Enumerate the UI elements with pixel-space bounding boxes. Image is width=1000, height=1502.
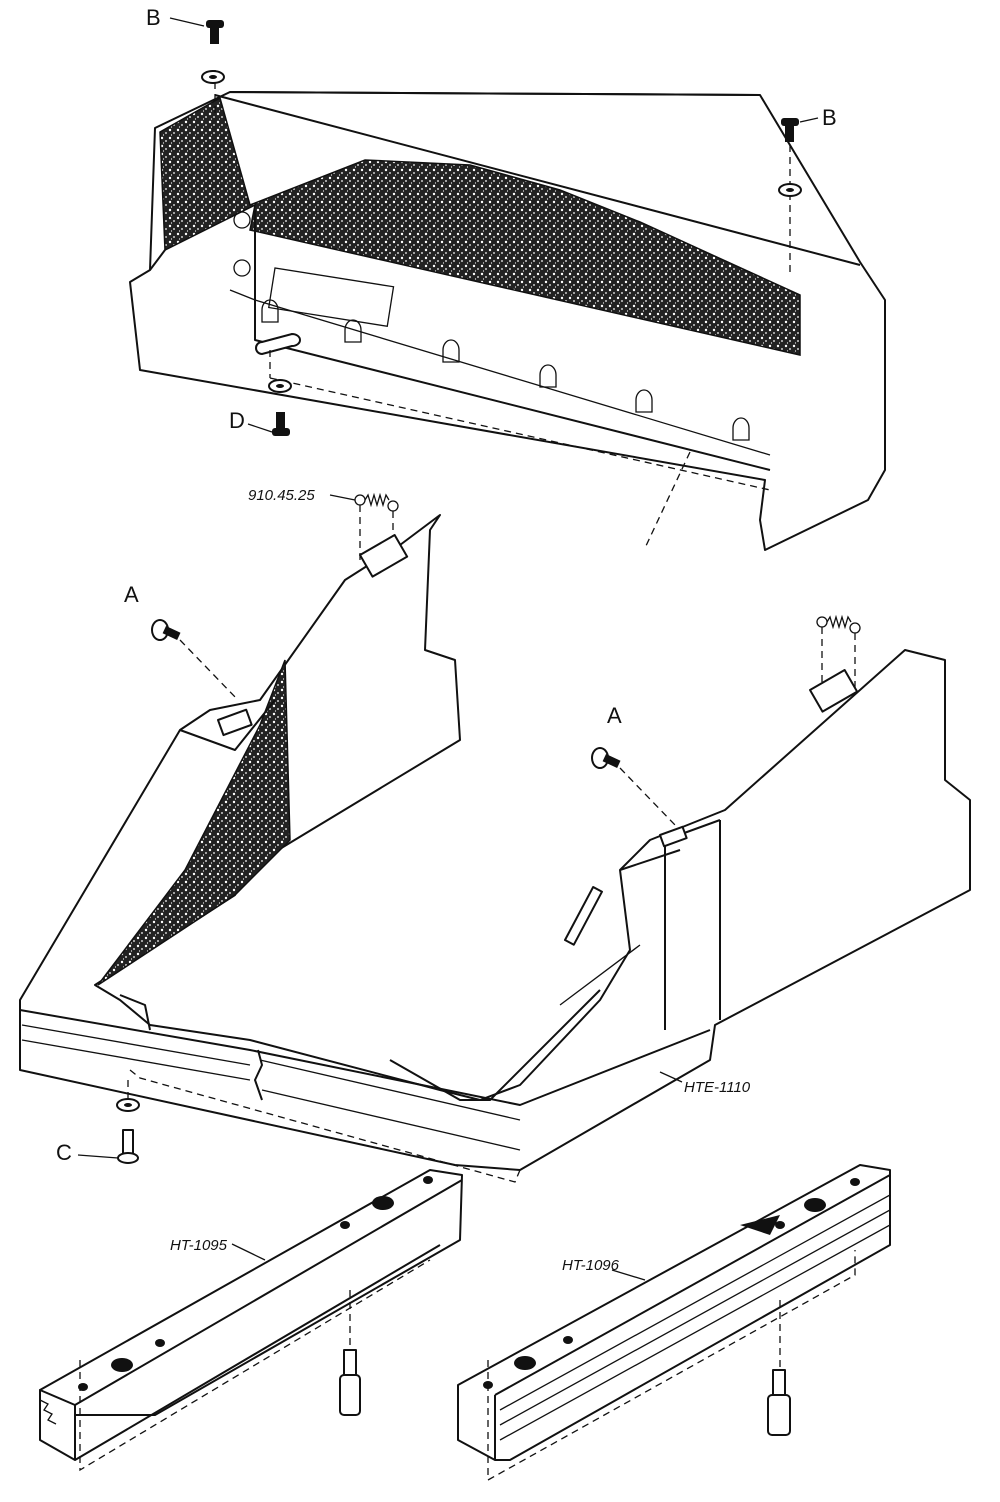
top-cover-housing bbox=[129, 70, 886, 551]
spring-right bbox=[816, 614, 861, 692]
callout-c: C bbox=[56, 1140, 72, 1165]
left-rail-part-number: HT-1095 bbox=[170, 1237, 228, 1254]
callout-a-left: A bbox=[124, 582, 139, 607]
screw-a-right bbox=[591, 747, 676, 826]
foam-lining-left bbox=[97, 659, 291, 986]
callout-a-right: A bbox=[607, 703, 622, 728]
screw-b-right bbox=[778, 118, 802, 197]
screw-b-left bbox=[201, 20, 225, 84]
base-frame-part-number: HTE-1110 bbox=[684, 1079, 751, 1096]
callout-d: D bbox=[229, 408, 245, 433]
housing-tabs bbox=[261, 299, 750, 441]
callout-b-right: B bbox=[822, 105, 837, 130]
screw-a-left bbox=[151, 619, 239, 701]
right-rail-part-number: HT-1096 bbox=[562, 1257, 620, 1274]
rail-ht-1095 bbox=[39, 1169, 463, 1472]
spring-part-number: 910.45.25 bbox=[248, 487, 315, 504]
rail-ht-1096 bbox=[457, 1164, 891, 1482]
callout-b-left: B bbox=[146, 5, 161, 30]
base-frame-hte-1110 bbox=[19, 514, 971, 1183]
screw-d bbox=[268, 379, 292, 436]
foam-lining-top bbox=[159, 96, 801, 356]
